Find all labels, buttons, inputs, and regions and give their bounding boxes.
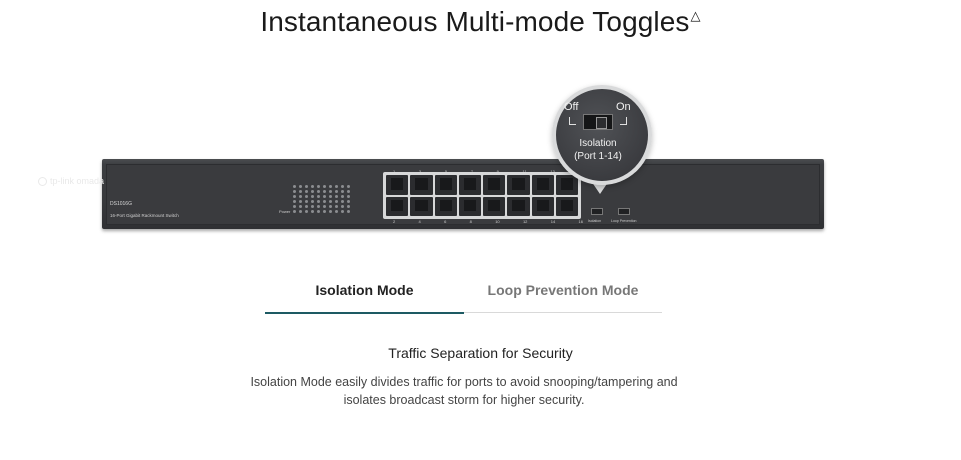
ethernet-port-icon: [507, 175, 530, 195]
tp-link-logo-icon: [38, 176, 47, 186]
ethernet-port-icon: [386, 175, 409, 195]
toggle-knob-icon: [596, 117, 607, 129]
ethernet-port-icon: [507, 196, 530, 216]
toggle-off-label: Off: [564, 101, 579, 113]
device-description: 16-Port Gigabit Rackmount Switch: [110, 213, 179, 218]
ethernet-ports: [383, 172, 581, 219]
ethernet-port-icon: [531, 196, 554, 216]
ethernet-port-icon: [410, 175, 433, 195]
ethernet-port-icon: [483, 196, 506, 216]
status-leds: [293, 185, 353, 221]
warning-mark-icon: △: [690, 8, 701, 23]
ethernet-port-icon: [483, 175, 506, 195]
toggle-on-label: On: [616, 101, 631, 113]
section-subtitle: Traffic Separation for Security: [388, 345, 573, 361]
power-label: Power: [279, 209, 291, 214]
ethernet-port-icon: [410, 196, 433, 216]
loop-prevention-toggle-switch: [618, 208, 630, 215]
isolation-label: Isolation: [579, 138, 617, 149]
ethernet-port-icon: [458, 175, 481, 195]
brand-logo: tp-link omada: [38, 176, 104, 186]
ethernet-port-icon: [434, 196, 457, 216]
isolation-toggle-zoomed: [583, 114, 613, 130]
tab-loop-prevention-mode[interactable]: Loop Prevention Mode: [464, 274, 662, 313]
mode-tabs: Isolation Mode Loop Prevention Mode: [265, 274, 662, 314]
ethernet-port-icon: [434, 175, 457, 195]
section-description: Isolation Mode easily divides traffic fo…: [250, 375, 678, 407]
bracket-icon: [569, 117, 576, 125]
magnifier-callout: [552, 85, 652, 185]
isolation-toggle-label: Isolation: [588, 219, 602, 223]
ethernet-port-icon: [555, 196, 578, 216]
ethernet-port-icon: [386, 196, 409, 216]
ethernet-port-icon: [555, 175, 578, 195]
ethernet-port-icon: [531, 175, 554, 195]
isolation-ports-label: (Port 1-14): [574, 151, 622, 162]
tab-isolation-mode[interactable]: Isolation Mode: [265, 274, 464, 314]
bracket-icon: [620, 117, 627, 125]
ethernet-port-icon: [458, 196, 481, 216]
isolation-toggle-switch: [591, 208, 603, 215]
page-title: Instantaneous Multi-mode Toggles△: [260, 6, 701, 37]
loop-prevention-toggle-label: Loop Prevention: [611, 219, 637, 223]
device-model: DS1016G: [110, 201, 132, 207]
